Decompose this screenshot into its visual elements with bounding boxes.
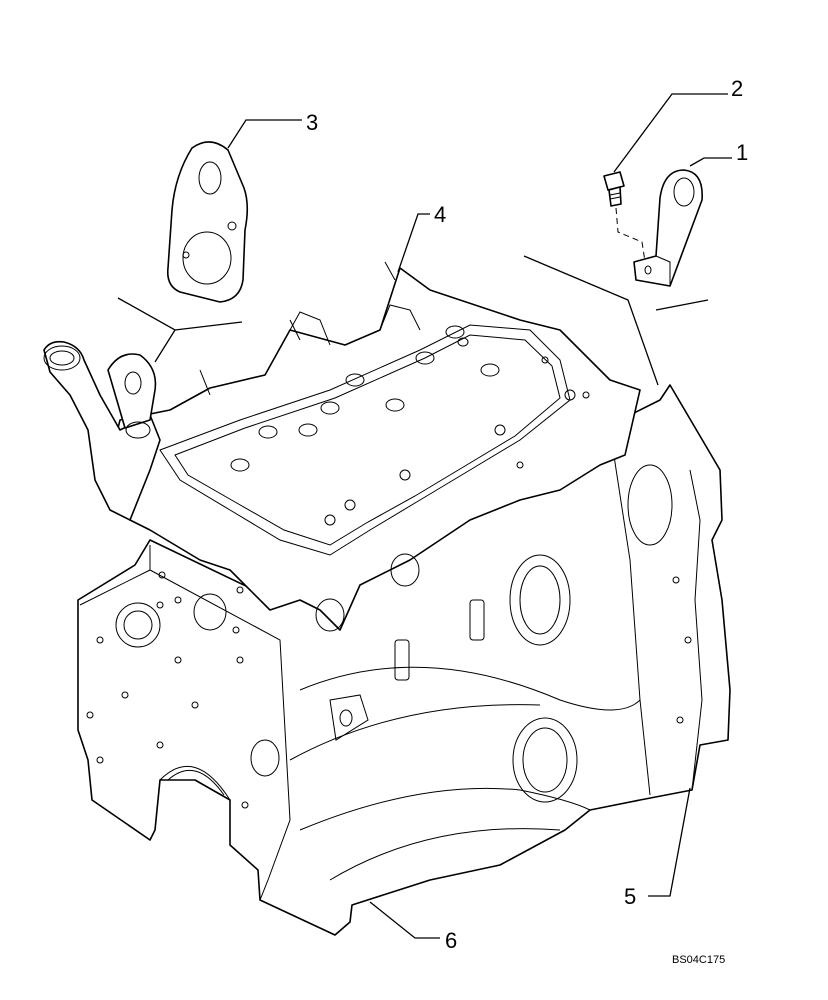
valve-stud-group (230, 325, 500, 472)
callout-4: 4 (434, 202, 446, 227)
part-4-cylinder-head (107, 261, 641, 632)
callout-6: 6 (445, 928, 457, 953)
thermostat-housing (43, 340, 161, 521)
figure-reference-code: BS04C175 (672, 954, 725, 966)
part-3-gasket-plate (166, 141, 249, 303)
callout-1: 1 (736, 140, 748, 165)
part-1-lifting-bracket (633, 169, 703, 287)
part-2-bolt (603, 171, 647, 269)
callout-5: 5 (624, 884, 636, 909)
leader-lines (117, 93, 732, 939)
engine-block (77, 384, 731, 936)
callout-labels: 1 2 3 4 5 6 BS04C175 (306, 76, 748, 966)
callout-3: 3 (306, 110, 318, 135)
callout-2: 2 (731, 76, 743, 101)
